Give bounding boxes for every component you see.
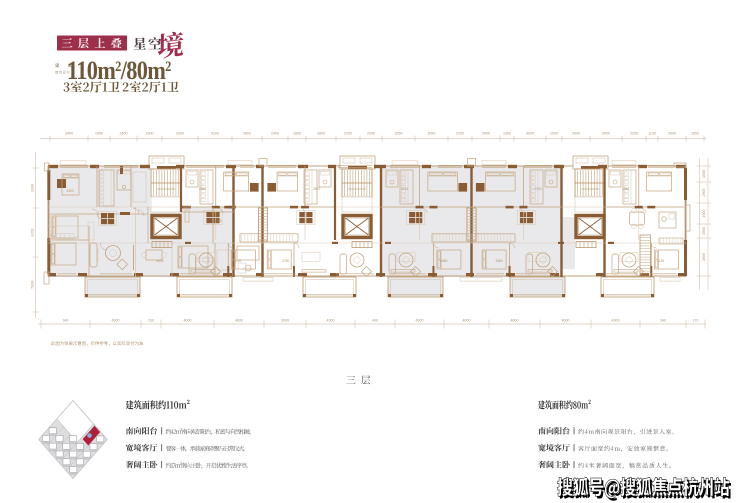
svg-text:3000: 3000: [526, 132, 534, 136]
svg-text:3480: 3480: [496, 259, 503, 263]
svg-text:3480: 3480: [440, 259, 447, 263]
svg-text:2400: 2400: [120, 132, 128, 136]
svg-text:4300: 4300: [416, 319, 424, 323]
svg-text:4600: 4600: [511, 319, 519, 323]
svg-text:1900: 1900: [702, 210, 706, 218]
svg-text:3300: 3300: [176, 132, 184, 136]
svg-text:340: 340: [660, 319, 666, 323]
svg-text:4000: 4000: [184, 319, 192, 323]
svg-text:3000: 3000: [602, 132, 610, 136]
svg-text:2967: 2967: [313, 187, 320, 191]
svg-text:3400: 3400: [65, 132, 73, 136]
svg-text:4000: 4000: [463, 319, 471, 323]
svg-text:2800: 2800: [243, 132, 251, 136]
svg-text:3050: 3050: [428, 132, 436, 136]
svg-text:3120: 3120: [657, 259, 664, 263]
svg-text:1950: 1950: [95, 132, 103, 136]
svg-text:1500: 1500: [702, 170, 706, 178]
svg-text:3100: 3100: [211, 132, 219, 136]
svg-text:2300: 2300: [146, 132, 154, 136]
svg-text:4300: 4300: [612, 319, 620, 323]
svg-text:2400: 2400: [271, 132, 279, 136]
svg-text:4300: 4300: [327, 319, 335, 323]
svg-text:400: 400: [372, 319, 378, 323]
svg-text:2250: 2250: [344, 132, 352, 136]
svg-text:4200: 4200: [31, 229, 35, 237]
svg-text:3400: 3400: [66, 189, 73, 193]
svg-text:1650: 1650: [293, 132, 301, 136]
svg-text:2800: 2800: [317, 132, 325, 136]
svg-text:3600: 3600: [702, 253, 706, 261]
svg-text:1650: 1650: [691, 132, 699, 136]
svg-text:230: 230: [148, 319, 154, 323]
svg-text:110m2/80m2: 110m2/80m2: [67, 56, 172, 85]
svg-text:2900: 2900: [702, 189, 706, 197]
svg-text:2050: 2050: [367, 132, 375, 136]
svg-text:3741: 3741: [401, 187, 408, 191]
svg-text:2250: 2250: [456, 132, 464, 136]
svg-text:4300: 4300: [112, 319, 120, 323]
svg-text:2600: 2600: [572, 132, 580, 136]
svg-text:3000: 3000: [281, 319, 289, 323]
svg-text:340: 340: [63, 319, 69, 323]
svg-text:3354: 3354: [199, 187, 206, 191]
svg-text:3050: 3050: [395, 132, 403, 136]
svg-text:1700: 1700: [214, 219, 221, 223]
svg-text:2600: 2600: [482, 132, 490, 136]
svg-text:1500: 1500: [550, 132, 558, 136]
svg-text:1100: 1100: [648, 132, 656, 136]
svg-text:5100: 5100: [31, 281, 35, 289]
svg-text:2760: 2760: [282, 259, 289, 263]
svg-text:3120: 3120: [234, 259, 241, 263]
svg-text:1300: 1300: [503, 132, 511, 136]
svg-text:1500: 1500: [702, 227, 706, 235]
svg-text:4000: 4000: [156, 259, 163, 263]
svg-text:3354: 3354: [622, 187, 629, 191]
svg-text:2600: 2600: [668, 132, 676, 136]
svg-text:3300: 3300: [31, 184, 35, 192]
svg-text:4000: 4000: [562, 319, 570, 323]
svg-text:2250: 2250: [630, 132, 638, 136]
svg-text:170: 170: [693, 319, 699, 323]
svg-text:3741: 3741: [535, 187, 542, 191]
svg-text:4600: 4600: [235, 319, 243, 323]
